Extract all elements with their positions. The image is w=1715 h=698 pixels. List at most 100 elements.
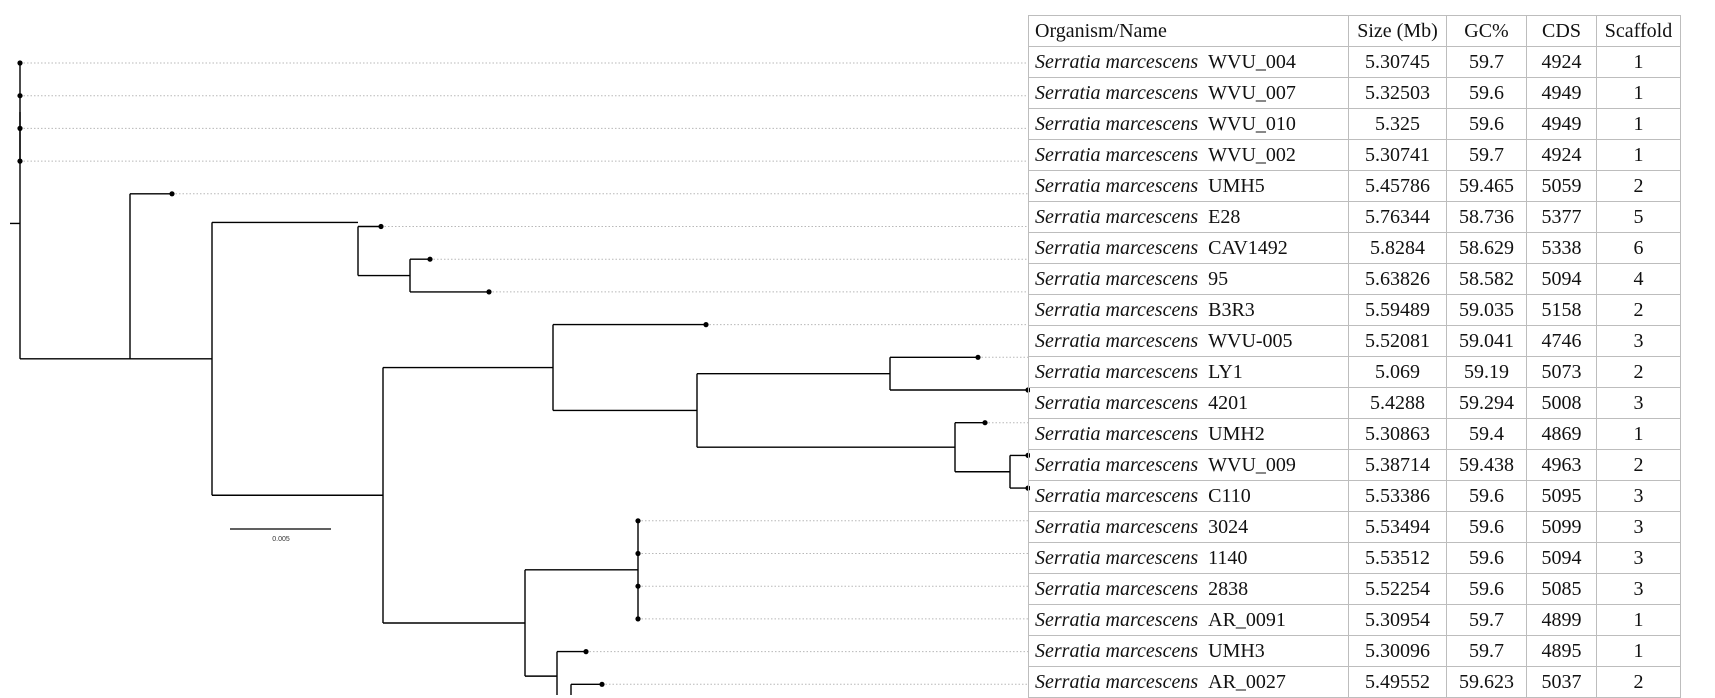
organism-name-cell: Serratia marcescens E28 [1028, 201, 1349, 233]
size-cell: 5.30863 [1348, 418, 1447, 450]
gc-cell: 59.7 [1446, 46, 1527, 78]
strain-name: WVU_007 [1208, 81, 1296, 104]
organism-name-cell: Serratia marcescens WVU_010 [1028, 108, 1349, 140]
size-cell: 5.53386 [1348, 480, 1447, 512]
size-cell: 5.52081 [1348, 325, 1447, 357]
cds-cell: 4924 [1526, 139, 1597, 171]
strain-name: 3024 [1208, 515, 1249, 538]
strain-name: WVU_009 [1208, 453, 1296, 476]
species-name: Serratia marcescens [1035, 422, 1199, 445]
header-gc: GC% [1446, 15, 1527, 47]
tip-node [975, 354, 981, 360]
scaffold-cell: 3 [1596, 325, 1681, 357]
gc-cell: 59.6 [1446, 108, 1527, 140]
tip-node [17, 60, 23, 66]
species-name: Serratia marcescens [1035, 577, 1199, 600]
tip-node [635, 550, 641, 557]
species-name: Serratia marcescens [1035, 546, 1199, 569]
organism-name-cell: Serratia marcescens 95 [1028, 263, 1349, 295]
gc-cell: 59.4 [1446, 418, 1527, 450]
size-cell: 5.8284 [1348, 232, 1447, 264]
scaffold-cell: 4 [1596, 263, 1681, 295]
scaffold-cell: 2 [1596, 294, 1681, 326]
organism-name-cell: Serratia marcescens 1140 [1028, 542, 1349, 574]
organism-name-cell: Serratia marcescens 2838 [1028, 573, 1349, 605]
cds-cell: 5094 [1526, 263, 1597, 295]
tip-node [635, 518, 641, 524]
size-cell: 5.30745 [1348, 46, 1447, 78]
species-name: Serratia marcescens [1035, 267, 1199, 290]
scaffold-cell: 1 [1596, 418, 1681, 450]
scaffold-cell: 1 [1596, 139, 1681, 171]
species-name: Serratia marcescens [1035, 608, 1199, 631]
cds-cell: 5094 [1526, 542, 1597, 574]
tip-node [599, 681, 605, 687]
cds-cell: 5037 [1526, 666, 1597, 698]
phylogenetic-tree: 0.005 [10, 60, 1030, 695]
strain-name: UMH5 [1208, 174, 1265, 197]
organism-name-cell: Serratia marcescens CAV1492 [1028, 232, 1349, 264]
cds-cell: 4949 [1526, 108, 1597, 140]
species-name: Serratia marcescens [1035, 50, 1199, 73]
cds-cell: 5377 [1526, 201, 1597, 233]
cds-cell: 4899 [1526, 604, 1597, 636]
species-name: Serratia marcescens [1035, 112, 1199, 135]
species-name: Serratia marcescens [1035, 453, 1199, 476]
tip-node [17, 93, 23, 99]
organism-name-cell: Serratia marcescens WVU_002 [1028, 139, 1349, 171]
scaffold-cell: 1 [1596, 604, 1681, 636]
species-name: Serratia marcescens [1035, 639, 1199, 662]
species-name: Serratia marcescens [1035, 391, 1199, 414]
tip-node [635, 616, 641, 622]
header-scaffold: Scaffold [1596, 15, 1681, 47]
species-name: Serratia marcescens [1035, 670, 1199, 693]
size-cell: 5.76344 [1348, 201, 1447, 233]
organism-name-cell: Serratia marcescens B3R3 [1028, 294, 1349, 326]
strain-name: 1140 [1208, 546, 1248, 569]
header-cds: CDS [1526, 15, 1597, 47]
gc-cell: 58.629 [1446, 232, 1527, 264]
cds-cell: 4869 [1526, 418, 1597, 450]
organism-name-cell: Serratia marcescens AR_0091 [1028, 604, 1349, 636]
gc-cell: 59.041 [1446, 325, 1527, 357]
gc-cell: 59.7 [1446, 635, 1527, 667]
organism-name-cell: Serratia marcescens 3024 [1028, 511, 1349, 543]
tip-node [635, 583, 641, 589]
organism-name-cell: Serratia marcescens UMH5 [1028, 170, 1349, 202]
gc-cell: 59.294 [1446, 387, 1527, 419]
size-cell: 5.52254 [1348, 573, 1447, 605]
gc-cell: 59.7 [1446, 604, 1527, 636]
size-cell: 5.4288 [1348, 387, 1447, 419]
scaffold-cell: 6 [1596, 232, 1681, 264]
organism-name-cell: Serratia marcescens LY1 [1028, 356, 1349, 388]
strain-name: AR_0027 [1208, 670, 1286, 693]
tip-node [486, 289, 492, 295]
organism-name-cell: Serratia marcescens WVU_007 [1028, 77, 1349, 109]
cds-cell: 4746 [1526, 325, 1597, 357]
cds-cell: 4949 [1526, 77, 1597, 109]
scaffold-cell: 5 [1596, 201, 1681, 233]
organism-name-cell: Serratia marcescens C110 [1028, 480, 1349, 512]
species-name: Serratia marcescens [1035, 329, 1199, 352]
scaffold-cell: 3 [1596, 573, 1681, 605]
strain-name: UMH3 [1208, 639, 1265, 662]
scaffold-cell: 2 [1596, 666, 1681, 698]
header-size: Size (Mb) [1348, 15, 1447, 47]
gc-cell: 58.582 [1446, 263, 1527, 295]
strain-name: 95 [1208, 267, 1229, 290]
scale-bar-label: 0.005 [272, 536, 290, 543]
tip-node [583, 649, 589, 655]
organism-name-cell: Serratia marcescens UMH2 [1028, 418, 1349, 450]
species-name: Serratia marcescens [1035, 81, 1199, 104]
